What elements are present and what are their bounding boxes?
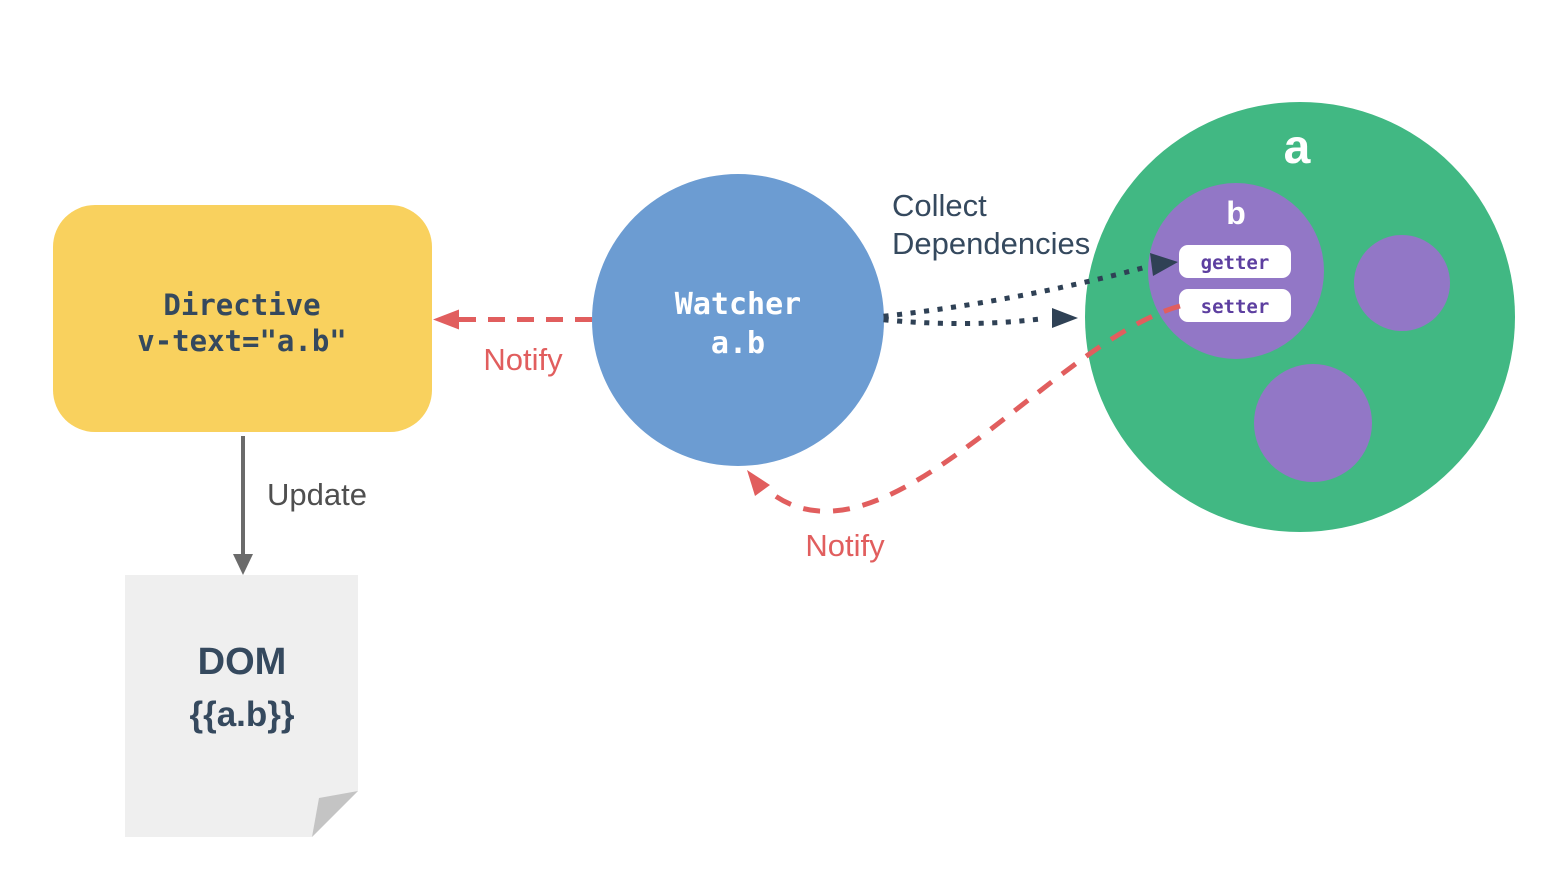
notify-bottom-label: Notify [805, 528, 885, 563]
notify-curve-arrow [747, 303, 1181, 514]
property-circle-small-bottom [1254, 364, 1372, 482]
property-circle-small-right [1354, 235, 1450, 331]
setter-box [1179, 289, 1291, 322]
directive-box [53, 205, 432, 432]
directive-label-line2: v-text="a.b" [137, 324, 347, 358]
data-object-label: a [1284, 121, 1311, 174]
update-arrow [233, 436, 253, 575]
notify-arrow-left [433, 309, 592, 330]
directive-label-line1: Directive [163, 288, 320, 322]
watcher-label-line2: a.b [711, 326, 765, 361]
collect-arrow-to-getter [883, 253, 1178, 319]
collect-arrow-to-object [883, 308, 1078, 328]
dom-label-line1: DOM [198, 641, 287, 683]
getter-box [1179, 245, 1291, 278]
setter-label: setter [1201, 296, 1270, 318]
getter-label: getter [1201, 252, 1270, 274]
collect-dependencies-label-line2: Dependencies [892, 226, 1090, 261]
notify-left-label: Notify [483, 342, 563, 377]
update-label: Update [267, 477, 367, 512]
dom-label-line2: {{a.b}} [189, 695, 294, 734]
collect-dependencies-label-line1: Collect [892, 188, 987, 223]
dom-document [125, 575, 358, 837]
dom-document-fold [312, 791, 358, 837]
watcher-circle [592, 174, 884, 466]
watcher-label-line1: Watcher [675, 287, 801, 322]
nested-object-label: b [1226, 195, 1246, 231]
